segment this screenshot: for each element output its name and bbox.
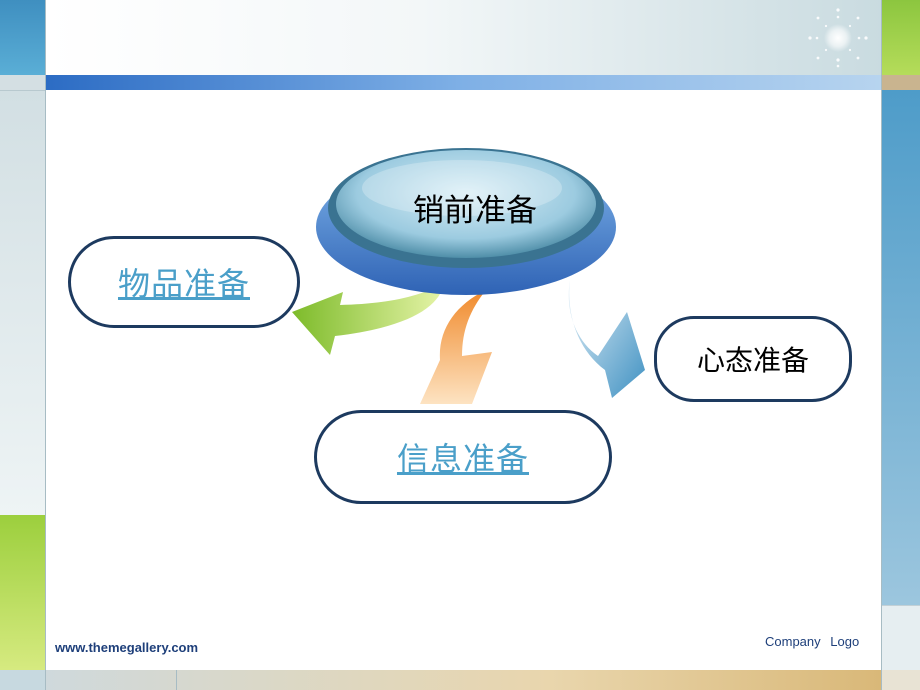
header-right-block bbox=[882, 0, 920, 75]
node-info-link[interactable]: 信息准备 bbox=[396, 440, 529, 478]
footer-right-block bbox=[882, 670, 920, 690]
footer-url: www.themegallery.com bbox=[55, 640, 199, 655]
rule-left-segment bbox=[0, 75, 46, 90]
node-items-link[interactable]: 物品准备 bbox=[117, 265, 250, 303]
frame-line-right bbox=[881, 0, 882, 690]
sparkle-icon bbox=[808, 8, 868, 68]
header-left-block bbox=[0, 0, 46, 75]
center-node-label: 销前准备 bbox=[413, 192, 537, 229]
footer-left-block bbox=[0, 670, 46, 690]
company-logo-text: Company Logo bbox=[765, 634, 860, 649]
node-items[interactable]: 物品准备 bbox=[68, 236, 300, 328]
header-band bbox=[46, 0, 882, 75]
arrow-to-items bbox=[292, 283, 444, 355]
header-rule bbox=[46, 75, 882, 90]
node-mindset: 心态准备 bbox=[654, 316, 852, 402]
frame-line-left bbox=[45, 0, 46, 690]
center-disc-top bbox=[336, 150, 596, 258]
arrow-to-info bbox=[420, 290, 492, 404]
right-column bbox=[882, 90, 920, 605]
node-mindset-label: 心态准备 bbox=[696, 344, 809, 377]
arrow-to-mind bbox=[568, 280, 645, 398]
footer-divider bbox=[176, 670, 177, 690]
node-info[interactable]: 信息准备 bbox=[314, 410, 612, 504]
footer-band bbox=[46, 670, 882, 690]
left-column bbox=[0, 90, 46, 516]
left-column-green bbox=[0, 515, 46, 670]
rule-right-segment bbox=[882, 75, 920, 90]
right-column-bottom bbox=[882, 605, 920, 671]
